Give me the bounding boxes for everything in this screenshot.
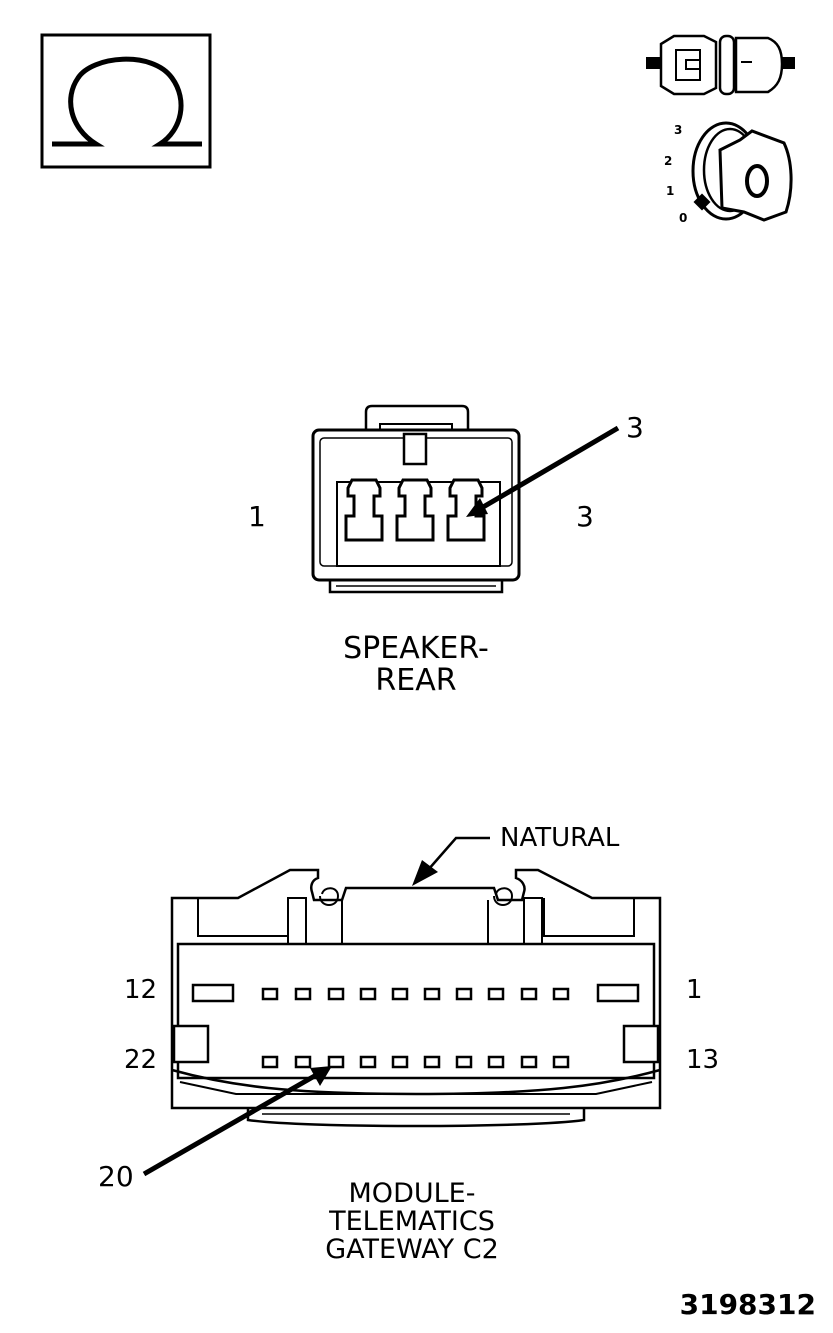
ignition-key-icon: 3 2 1 0 bbox=[664, 121, 793, 225]
speaker-pin-left-label: 1 bbox=[248, 500, 266, 533]
ignition-position-label: 2 bbox=[664, 154, 672, 168]
telematics-cavity bbox=[294, 987, 312, 1001]
telematics-cavity bbox=[520, 1055, 538, 1069]
telematics-cavity bbox=[455, 1055, 473, 1069]
speaker-rear-connector bbox=[311, 404, 620, 594]
natural-leader-line bbox=[427, 836, 490, 871]
natural-color-label: NATURAL bbox=[500, 823, 620, 853]
telematics-cavity bbox=[423, 1055, 441, 1069]
telematics-cavity bbox=[359, 987, 377, 1001]
telematics-cavity bbox=[261, 987, 279, 1001]
ignition-position-label: 3 bbox=[674, 123, 682, 137]
speaker-connector-title: REAR bbox=[375, 663, 456, 698]
telematics-cavity bbox=[391, 987, 409, 1001]
telematics-cavity bbox=[261, 1055, 279, 1069]
telematics-cavity bbox=[552, 1055, 570, 1069]
telematics-cavity bbox=[327, 987, 345, 1001]
telematics-cavity bbox=[294, 1055, 312, 1069]
speaker-cavity-pin-3 bbox=[446, 478, 486, 542]
telematics-cavity bbox=[487, 1055, 505, 1069]
telematics-cavity bbox=[455, 987, 473, 1001]
telematics-callout-arrow bbox=[142, 1071, 320, 1177]
speaker-callout-arrow bbox=[476, 425, 620, 513]
telematics-cavity bbox=[327, 1055, 345, 1069]
telematics-cavity bbox=[487, 987, 505, 1001]
telematics-cavity bbox=[423, 987, 441, 1001]
speaker-pin-right-label: 3 bbox=[576, 500, 594, 533]
speaker-callout-label: 3 bbox=[626, 411, 644, 444]
telematics-gateway-connector bbox=[142, 836, 662, 1177]
telematics-connector-title: GATEWAY C2 bbox=[325, 1234, 499, 1265]
telematics-cavity bbox=[359, 1055, 377, 1069]
speaker-connector-title: SPEAKER- bbox=[343, 631, 489, 666]
telematics-pin-top-left-label: 12 bbox=[124, 975, 157, 1005]
figure-number: 3198312 bbox=[680, 1288, 816, 1321]
telematics-cavity bbox=[596, 983, 640, 1003]
telematics-connector-title: TELEMATICS bbox=[328, 1206, 495, 1237]
telematics-cavity bbox=[520, 987, 538, 1001]
ignition-position-label: 1 bbox=[666, 184, 674, 198]
telematics-pin-top-right-label: 1 bbox=[686, 975, 703, 1005]
telematics-pin-bottom-right-label: 13 bbox=[686, 1045, 719, 1075]
telematics-cavity bbox=[391, 1055, 409, 1069]
speaker-cavity-pin-1 bbox=[344, 478, 384, 542]
ohm-symbol-icon bbox=[40, 33, 212, 169]
telematics-cavity bbox=[552, 987, 570, 1001]
speaker-cavity-pin-2 bbox=[395, 478, 435, 542]
telematics-cavity bbox=[191, 983, 235, 1003]
ignition-position-label: 0 bbox=[679, 211, 687, 225]
telematics-connector-title: MODULE- bbox=[349, 1178, 476, 1209]
telematics-pin-bottom-left-label: 22 bbox=[124, 1045, 157, 1075]
telematics-callout-label: 20 bbox=[98, 1160, 134, 1193]
connector-unplugged-icon bbox=[646, 34, 795, 96]
